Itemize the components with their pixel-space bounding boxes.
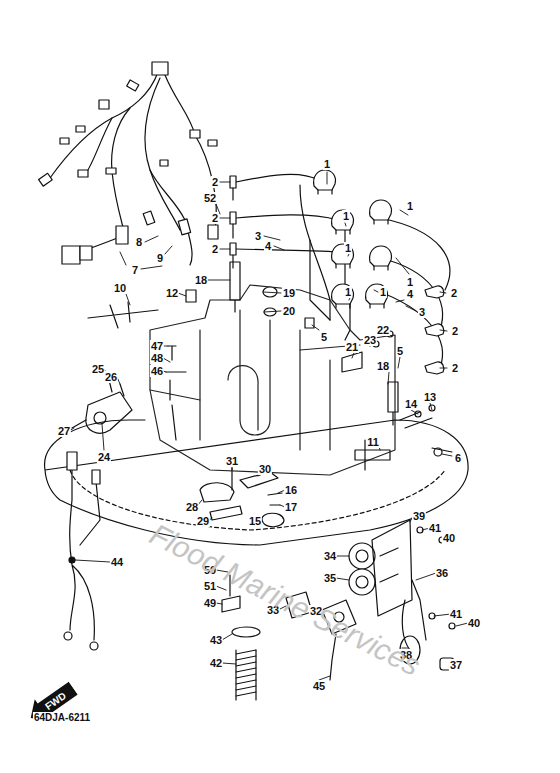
callout-number: 5 bbox=[396, 345, 404, 357]
callout-number: 29 bbox=[196, 515, 210, 527]
callout-number: 10 bbox=[113, 282, 127, 294]
callout-number: 4 bbox=[406, 288, 414, 300]
callout-number: 42 bbox=[209, 657, 223, 669]
callout-number: 9 bbox=[156, 252, 164, 264]
clip-43 bbox=[232, 627, 260, 637]
callout-number: 19 bbox=[282, 287, 296, 299]
lead-44 bbox=[70, 462, 100, 640]
rectifier-24 bbox=[86, 392, 132, 433]
plate-29 bbox=[210, 506, 242, 520]
callout-number: 13 bbox=[423, 391, 437, 403]
bracket-10 bbox=[88, 302, 158, 328]
bottom-cowling bbox=[45, 420, 469, 545]
callout-number: 1 bbox=[406, 276, 414, 288]
callout-number: 36 bbox=[435, 567, 449, 579]
callout-number: 1 bbox=[344, 242, 352, 254]
bolt-47 bbox=[166, 346, 186, 372]
callout-number: 33 bbox=[266, 604, 280, 616]
callout-number: 3 bbox=[418, 306, 426, 318]
leader-lines bbox=[69, 172, 468, 680]
callout-number: 4 bbox=[264, 240, 272, 252]
callout-number: 31 bbox=[225, 455, 239, 467]
callout-number: 27 bbox=[57, 425, 71, 437]
grommet-5 bbox=[305, 318, 314, 328]
callout-number: 2 bbox=[211, 212, 219, 224]
callout-number: 44 bbox=[110, 556, 124, 568]
callout-number: 47 bbox=[150, 340, 164, 352]
callout-number: 40 bbox=[442, 532, 456, 544]
callout-number: 48 bbox=[150, 352, 164, 364]
callout-number: 46 bbox=[150, 365, 164, 377]
callout-number: 8 bbox=[135, 236, 143, 248]
callout-number: 22 bbox=[376, 324, 390, 336]
high-tension-cords bbox=[236, 174, 450, 368]
callout-number: 41 bbox=[449, 608, 463, 620]
callout-number: 52 bbox=[203, 192, 217, 204]
callout-number: 15 bbox=[248, 515, 262, 527]
callout-number: 24 bbox=[97, 451, 111, 463]
bracket-21 bbox=[342, 352, 362, 372]
callout-number: 18 bbox=[194, 274, 208, 286]
spring-42 bbox=[236, 650, 256, 700]
grommets bbox=[230, 176, 236, 268]
callout-number: 1 bbox=[323, 158, 331, 170]
callout-number: 1 bbox=[342, 210, 350, 222]
callout-number: 2 bbox=[451, 362, 459, 374]
callout-number: 5 bbox=[320, 331, 328, 343]
callout-number: 30 bbox=[258, 463, 272, 475]
wire-harness bbox=[39, 62, 218, 265]
callout-number: 21 bbox=[345, 341, 359, 353]
callout-number: 3 bbox=[254, 230, 262, 242]
callout-number: 34 bbox=[323, 550, 337, 562]
callout-number: 14 bbox=[404, 398, 418, 410]
callout-number: 2 bbox=[450, 287, 458, 299]
bracket-39 bbox=[372, 520, 412, 616]
grommet-28 bbox=[200, 483, 234, 502]
callout-number: 16 bbox=[284, 484, 298, 496]
callout-number: 45 bbox=[312, 680, 326, 692]
relays-34-35 bbox=[349, 543, 375, 595]
callout-number: 2 bbox=[211, 243, 219, 255]
clamp-12 bbox=[186, 290, 196, 302]
callout-number: 39 bbox=[412, 510, 426, 522]
watermark: Flood Marine Services bbox=[148, 526, 421, 673]
diagram-code: 64DJA-6211 bbox=[33, 712, 91, 724]
callout-number: 20 bbox=[282, 305, 296, 317]
spark-plug-caps bbox=[314, 170, 444, 374]
callout-number: 11 bbox=[366, 436, 380, 448]
callout-number: 43 bbox=[209, 634, 223, 646]
bottom-cowling-inner bbox=[70, 470, 445, 530]
callout-number: 40 bbox=[467, 617, 481, 629]
callout-number: 18 bbox=[376, 360, 390, 372]
sensor-18-right bbox=[388, 382, 398, 425]
callout-number: 1 bbox=[406, 200, 414, 212]
lead-36 bbox=[402, 580, 426, 650]
callout-number: 26 bbox=[104, 371, 118, 383]
callout-number: 28 bbox=[185, 501, 199, 513]
callout-number: 2 bbox=[211, 176, 219, 188]
callout-number: 37 bbox=[449, 659, 463, 671]
callout-number: 2 bbox=[451, 325, 459, 337]
callout-number: 49 bbox=[203, 597, 217, 609]
callout-number: 41 bbox=[428, 522, 442, 534]
callout-number: 6 bbox=[454, 452, 462, 464]
grommet-15 bbox=[262, 513, 284, 527]
callout-number: 35 bbox=[323, 572, 337, 584]
callout-number: 51 bbox=[203, 580, 217, 592]
callout-number: 12 bbox=[165, 287, 179, 299]
callout-number: 1 bbox=[379, 286, 387, 298]
engine-block bbox=[150, 285, 395, 475]
callout-number: 7 bbox=[131, 264, 139, 276]
callout-number: 1 bbox=[344, 286, 352, 298]
callout-number: 17 bbox=[284, 501, 298, 513]
sensor-18 bbox=[230, 262, 240, 312]
